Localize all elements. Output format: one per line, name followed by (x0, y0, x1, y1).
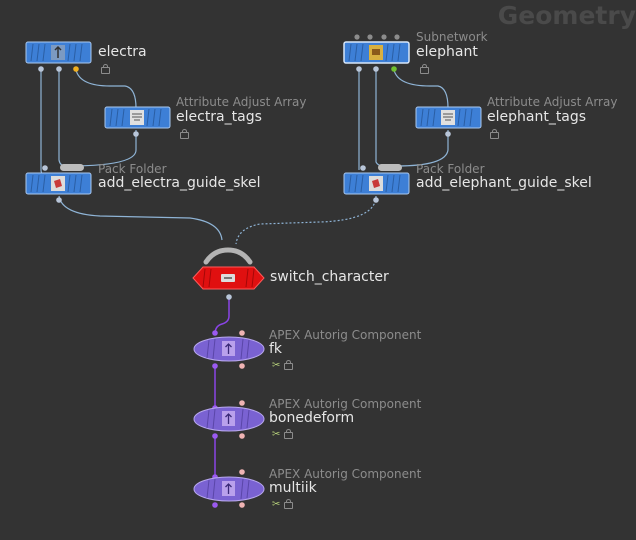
bypass-flag-icon: ✂ (272, 499, 281, 510)
node-name-electra: electra (98, 44, 147, 60)
wire-electra-to-pack (40, 70, 51, 179)
apex-autorig-icon (222, 481, 235, 496)
output-connector (212, 363, 218, 369)
node-switch-character[interactable] (192, 247, 265, 300)
output-connector (373, 66, 379, 72)
node-type-elephant-tags: Attribute Adjust Array (487, 95, 618, 109)
object-merge-icon (51, 45, 65, 60)
node-elephant[interactable] (343, 34, 410, 72)
node-multiik[interactable] (193, 469, 265, 508)
node-name-bonedeform: bonedeform (269, 410, 355, 426)
node-type-add-elephant: Pack Folder (416, 162, 485, 176)
input-connector (212, 330, 218, 336)
lock-icon (101, 64, 110, 76)
node-type-add-electra: Pack Folder (98, 162, 167, 176)
node-bonedeform[interactable] (193, 400, 265, 439)
output-connector (239, 363, 245, 369)
node-add-electra-guide-skel[interactable] (25, 164, 92, 203)
attribute-adjust-icon (130, 110, 144, 125)
node-name-electra-tags: electra_tags (176, 109, 262, 125)
output-connector (56, 197, 62, 203)
lock-icon (490, 129, 499, 141)
output-connector (73, 66, 79, 72)
node-electra[interactable] (25, 41, 92, 72)
apex-autorig-icon (222, 341, 235, 356)
wire-electra-to-pack-2 (58, 70, 67, 167)
output-connector (133, 131, 139, 137)
wire-elephant-pack-to-switch (235, 195, 377, 245)
node-type-electra-tags: Attribute Adjust Array (176, 95, 307, 109)
node-flags-fk: ✂ (272, 360, 294, 372)
pack-folder-icon (369, 176, 383, 191)
lock-icon (180, 129, 189, 141)
lock-icon (284, 499, 294, 509)
input-connector (42, 165, 48, 171)
node-type-bonedeform: APEX Autorig Component (269, 397, 422, 411)
node-name-add-electra: add_electra_guide_skel (98, 175, 261, 191)
wire-tags-to-pack (75, 130, 137, 167)
output-connector (373, 197, 379, 203)
node-elephant-tags[interactable] (415, 106, 482, 137)
bypass-flag-icon: ✂ (272, 429, 281, 440)
output-connector (445, 131, 451, 137)
node-type-multiik: APEX Autorig Component (269, 467, 422, 481)
lock-icon (284, 429, 294, 439)
output-connector (239, 433, 245, 439)
node-name-elephant: elephant (416, 44, 478, 60)
node-name-switch-character: switch_character (270, 269, 389, 285)
wire-elephant-to-tags (393, 69, 449, 109)
wire-electra-to-tags (75, 69, 137, 109)
wire-switch-to-fk (214, 298, 230, 335)
output-connector (239, 502, 245, 508)
node-fk[interactable] (193, 330, 265, 369)
node-type-elephant: Subnetwork (416, 30, 488, 44)
lock-icon (284, 360, 294, 370)
input-connector (239, 330, 245, 336)
output-connector (212, 502, 218, 508)
output-connector (38, 66, 44, 72)
input-connector (239, 400, 245, 406)
wire-electra-pack-to-switch (58, 195, 223, 241)
node-flags-multiik: ✂ (272, 499, 294, 511)
node-name-fk: fk (269, 341, 283, 357)
node-name-add-elephant: add_elephant_guide_skel (416, 175, 592, 191)
node-type-fk: APEX Autorig Component (269, 328, 422, 342)
node-electra-tags[interactable] (104, 106, 171, 137)
subnetwork-icon (369, 45, 383, 60)
pack-folder-icon (51, 176, 65, 191)
output-connector (212, 433, 218, 439)
apex-autorig-icon (222, 411, 235, 426)
node-flags-bonedeform: ✂ (272, 429, 294, 441)
wire-elephant-to-pack-2 (375, 70, 385, 167)
network-type-title: Geometry (497, 1, 636, 30)
input-connector (239, 469, 245, 475)
bypass-flag-icon: ✂ (272, 360, 281, 371)
input-connector (360, 165, 366, 171)
switch-icon (221, 274, 235, 282)
output-connector (356, 66, 362, 72)
node-name-elephant-tags: elephant_tags (487, 109, 587, 125)
node-add-elephant-guide-skel[interactable] (343, 164, 410, 203)
node-name-multiik: multiik (269, 480, 317, 496)
output-connector (226, 294, 232, 300)
lock-icon (420, 64, 429, 76)
wire-ele-tags-to-pack (395, 130, 449, 167)
output-connector (391, 66, 397, 72)
attribute-adjust-icon (441, 110, 455, 125)
output-connector (56, 66, 62, 72)
